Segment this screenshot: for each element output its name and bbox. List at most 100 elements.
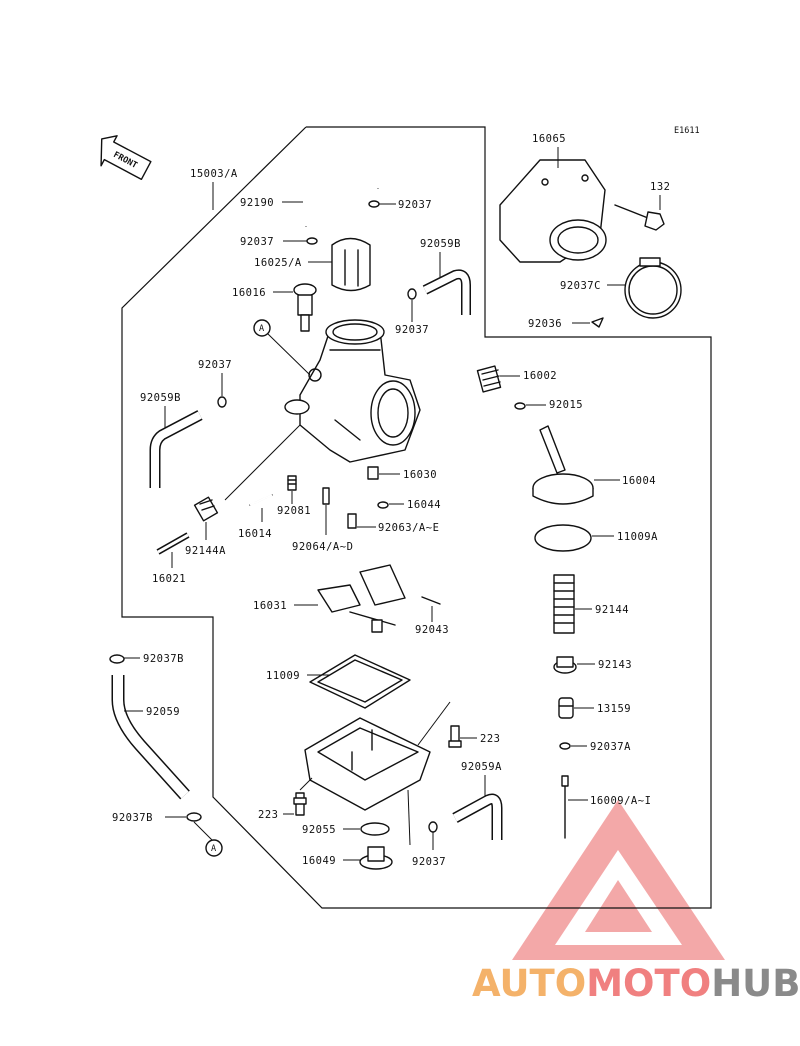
label-16065: 16065 [532, 133, 566, 145]
part-hose-92190 [303, 145, 381, 227]
part-gasket-11009 [309, 654, 411, 709]
label-132: 132 [650, 181, 670, 193]
part-92015 [514, 402, 526, 410]
watermark-triangle-logo [512, 800, 725, 960]
part-intake-holder-16065 [499, 159, 607, 263]
label-16004: 16004 [622, 475, 656, 487]
watermark-part-auto: AUTO [472, 962, 587, 1005]
part-clip-92037-left [306, 237, 318, 245]
part-needle-16009 [561, 775, 569, 839]
label-16021: 16021 [152, 573, 186, 585]
part-hose-92059b-top [422, 269, 471, 315]
part-clip-92037b-bottom [186, 812, 202, 822]
label-16009: 16009/A~I [590, 795, 651, 807]
part-screw-16014 [249, 494, 273, 506]
part-screw-223-right [448, 725, 462, 748]
label-92037-left2: 92037 [198, 359, 232, 371]
part-16044 [377, 501, 389, 509]
label-92190: 92190 [240, 197, 274, 209]
label-92037a: 92037A [590, 741, 631, 753]
part-screw-223-left [293, 792, 307, 816]
label-16031: 16031 [253, 600, 287, 612]
part-pin-92043 [421, 596, 441, 605]
diagram-code: E1611 [674, 126, 700, 136]
label-92043: 92043 [415, 624, 449, 636]
label-16014: 16014 [238, 528, 272, 540]
label-16030: 16030 [403, 469, 437, 481]
part-clip-92037b-top [109, 654, 125, 664]
part-clip-92037-mid [407, 288, 417, 300]
front-arrow-icon: FRONT [100, 135, 152, 181]
label-92081: 92081 [277, 505, 311, 517]
label-92144: 92144 [595, 604, 629, 616]
ref-marker-a-top-label: A [259, 324, 264, 334]
part-carburetor-body [284, 319, 421, 463]
label-16025: 16025/A [254, 257, 302, 269]
part-oring-11009a [534, 524, 592, 552]
part-float-bowl [304, 717, 431, 811]
part-clip-92037a [559, 742, 571, 750]
label-92015: 92015 [549, 399, 583, 411]
label-92037-l: 92037 [240, 236, 274, 248]
part-clamp-92037c [624, 257, 682, 319]
part-float-16031 [317, 564, 406, 633]
ref-marker-a-bottom [205, 839, 223, 857]
label-92036: 92036 [528, 318, 562, 330]
label-92037-bot: 92037 [412, 856, 446, 868]
label-223-l: 223 [258, 809, 278, 821]
part-spring-92081 [287, 475, 297, 491]
label-92144a: 92144A [185, 545, 226, 557]
part-92064 [322, 487, 330, 505]
part-92036 [591, 317, 604, 328]
part-92143 [553, 656, 577, 674]
label-92059a: 92059A [461, 761, 502, 773]
part-92063 [347, 513, 357, 529]
label-15003: 15003/A [190, 168, 238, 180]
label-16016: 16016 [232, 287, 266, 299]
label-92059: 92059 [146, 706, 180, 718]
ref-marker-a-bottom-label: A [211, 844, 216, 854]
watermark-part-hub: HUB [711, 962, 800, 1005]
label-92055: 92055 [302, 824, 336, 836]
part-16002 [476, 365, 502, 393]
part-16016 [293, 283, 317, 332]
label-223-r: 223 [480, 733, 500, 745]
label-92037b-top: 92037B [143, 653, 184, 665]
label-16044: 16044 [407, 499, 441, 511]
label-92063: 92063/A~E [378, 522, 439, 534]
part-hose-92059 [111, 675, 190, 800]
part-16030 [367, 466, 379, 480]
label-92143: 92143 [598, 659, 632, 671]
label-92059b-top: 92059B [420, 238, 461, 250]
part-clip-92037-top [368, 200, 380, 208]
part-screw-16021 [156, 532, 190, 555]
label-92037b-bot: 92037B [112, 812, 153, 824]
part-bolt-132 [614, 204, 665, 231]
label-92037-mid: 92037 [395, 324, 429, 336]
part-hose-92059a [452, 793, 503, 840]
part-clip-92037-bottom [428, 821, 438, 833]
ref-marker-a-top [253, 319, 271, 337]
assembly-frame [121, 126, 712, 909]
part-top-cap-16004 [532, 425, 594, 505]
part-spring-92144 [553, 574, 575, 634]
part-oring-92055 [360, 822, 390, 836]
part-plug-16049 [359, 846, 393, 870]
label-92037c: 92037C [560, 280, 601, 292]
watermark-wordmark: AUTOMOTOHUB [472, 962, 800, 1005]
label-13159: 13159 [597, 703, 631, 715]
part-throttle-slide-16025 [331, 237, 371, 292]
label-92064: 92064/A~D [292, 541, 353, 553]
part-13159 [558, 697, 574, 719]
label-92059b-left: 92059B [140, 392, 181, 404]
label-11009: 11009 [266, 670, 300, 682]
part-clip-92037-left2 [217, 396, 227, 408]
label-16002: 16002 [523, 370, 557, 382]
part-spring-92144a [193, 496, 219, 522]
label-92037-top: 92037 [398, 199, 432, 211]
label-11009a: 11009A [617, 531, 658, 543]
watermark-part-moto: MOTO [586, 962, 712, 1005]
label-16049: 16049 [302, 855, 336, 867]
